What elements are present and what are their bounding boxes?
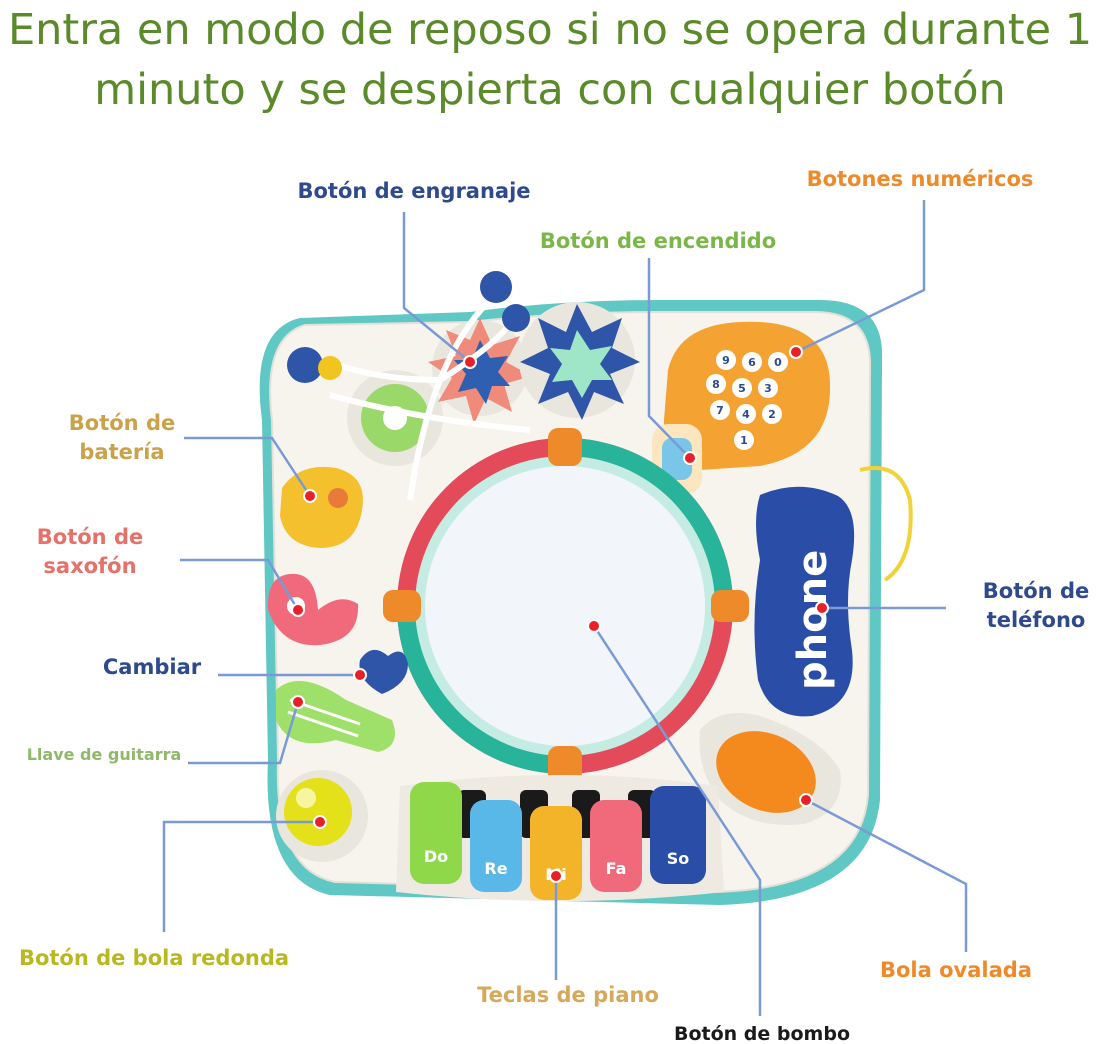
keypad-button	[736, 404, 756, 424]
callout-line-numeric	[795, 200, 926, 354]
headline-line-1: Entra en modo de reposo si no se opera d…	[7, 5, 1093, 55]
keypad-digit: 2	[768, 408, 776, 421]
piano-key-label-re: Re	[484, 859, 507, 878]
keypad-digit: 0	[774, 356, 782, 369]
label-phone-2: teléfono	[987, 608, 1086, 632]
callout-dot-piano	[549, 869, 563, 883]
callout-dot-power	[683, 451, 697, 465]
label-oval-ball: Bola ovalada	[880, 958, 1032, 982]
callout-dot-numeric	[789, 345, 803, 359]
callout-dot-oval	[799, 793, 813, 807]
label-switch: Cambiar	[103, 655, 202, 679]
phone-keypad: 9 6 0 8 5 3 7 4 2 1	[652, 321, 831, 494]
keypad-digit: 6	[748, 356, 756, 369]
piano-key-mi	[530, 806, 582, 900]
switch-heart-button	[359, 649, 408, 694]
callout-line-guitar	[188, 701, 300, 765]
piano-key-label-do: Do	[424, 847, 448, 866]
callout-line-sax	[180, 558, 300, 611]
piano-key-label-fa: Fa	[606, 859, 627, 878]
toy-illustration: 9 6 0 8 5 3 7 4 2 1 phone	[259, 271, 913, 905]
phone-word: phone	[790, 550, 836, 690]
label-battery-2: batería	[79, 440, 164, 464]
keypad-digit: 9	[722, 354, 730, 367]
callout-dot-switch	[353, 668, 367, 682]
callout-dot-sax	[291, 603, 305, 617]
piano-key-do	[410, 782, 462, 884]
headline-line-2: minuto y se despierta con cualquier botó…	[94, 65, 1006, 115]
callout-dot-guitar	[291, 695, 305, 709]
callout-line-drum	[592, 625, 762, 1016]
label-numeric: Botones numéricos	[807, 167, 1034, 191]
label-guitar: Llave de guitarra	[27, 745, 182, 764]
headline: Entra en modo de reposo si no se opera d…	[0, 0, 1100, 120]
keypad-digit: 8	[712, 378, 720, 391]
keypad-digit: 1	[740, 434, 748, 447]
keypad-button	[768, 352, 788, 372]
callout-lines	[162, 200, 968, 1016]
label-battery-1: Botón de	[69, 411, 175, 435]
keypad-button	[710, 400, 730, 420]
keypad-digit: 4	[742, 408, 750, 421]
phone-handset: phone	[754, 466, 913, 717]
label-piano: Teclas de piano	[477, 983, 659, 1007]
piano-key-labels: DoReMiFaSo	[424, 847, 689, 884]
label-drum: Botón de bombo	[674, 1023, 850, 1044]
keypad-button	[732, 378, 752, 398]
callout-dots	[291, 345, 829, 883]
label-round-ball: Botón de bola redonda	[19, 946, 289, 970]
piano-key-so	[650, 786, 706, 884]
keypad-button	[742, 352, 762, 372]
callout-dot-gear	[463, 355, 477, 369]
keypad-button	[758, 378, 778, 398]
keypad-button	[716, 350, 736, 370]
piano-keyboard: DoReMiFaSo	[396, 775, 724, 901]
piano-key-fa	[590, 800, 642, 892]
callout-line-oval	[805, 798, 968, 952]
keypad-digit: 3	[764, 382, 772, 395]
keypad-button	[706, 374, 726, 394]
callout-labels: Botón de engranaje Botones numéricos Bot…	[19, 167, 1089, 1044]
gear-cluster	[287, 271, 640, 501]
callout-dot-round	[313, 815, 327, 829]
keypad-button	[762, 404, 782, 424]
callout-line-round	[162, 820, 320, 932]
callout-dot-phone	[815, 601, 829, 615]
keypad-digit: 7	[716, 404, 724, 417]
callout-line-battery	[184, 436, 312, 497]
piano-key-label-so: So	[667, 849, 690, 868]
label-power: Botón de encendido	[540, 229, 776, 253]
drum-pad	[383, 428, 749, 784]
callout-dot-drum	[587, 619, 601, 633]
keypad-digit: 5	[738, 382, 746, 395]
callout-dot-battery	[303, 489, 317, 503]
callout-line-power	[647, 258, 691, 459]
round-ball-button	[276, 770, 368, 862]
label-phone-1: Botón de	[983, 579, 1089, 603]
label-gear: Botón de engranaje	[297, 179, 530, 203]
piano-key-re	[470, 800, 522, 892]
label-sax-1: Botón de	[37, 525, 143, 549]
battery-button	[280, 466, 363, 548]
callout-line-gear	[402, 212, 471, 363]
keypad-button	[734, 430, 754, 450]
label-sax-2: saxofón	[43, 554, 136, 578]
